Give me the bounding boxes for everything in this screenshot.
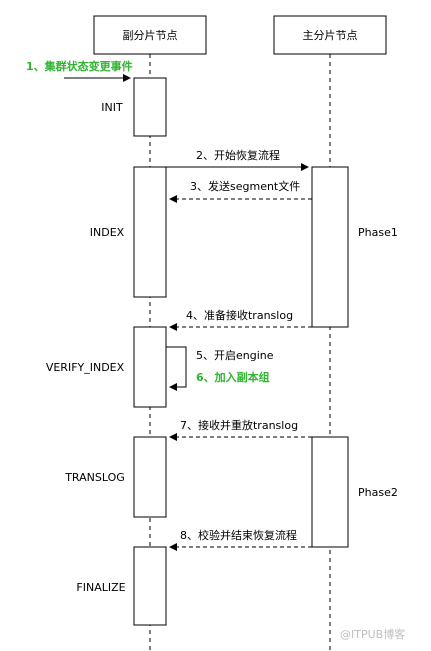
message-8-label: 8、校验并结束恢复流程 bbox=[180, 528, 297, 542]
state-verify-index-label: VERIFY_INDEX bbox=[46, 361, 125, 374]
primary-participant-label: 主分片节点 bbox=[303, 29, 358, 42]
message-5-label: 5、开启engine bbox=[196, 349, 274, 362]
state-index-label: INDEX bbox=[90, 226, 125, 239]
message-2-label: 2、开始恢复流程 bbox=[196, 148, 280, 162]
message-4-label: 4、准备接收translog bbox=[186, 308, 293, 322]
state-finalize-label: FINALIZE bbox=[76, 581, 125, 594]
phase2-label: Phase2 bbox=[358, 486, 398, 499]
activation-index bbox=[133, 166, 167, 298]
activation-phase1 bbox=[311, 166, 349, 328]
message-6-label: 6、加入副本组 bbox=[196, 370, 270, 384]
activation-verify-index bbox=[133, 326, 167, 408]
state-translog-label: TRANSLOG bbox=[64, 471, 125, 484]
activation-translog bbox=[133, 436, 167, 518]
replica-participant-label: 副分片节点 bbox=[123, 29, 178, 42]
primary-participant-box bbox=[273, 15, 387, 55]
message-5-self-arrow bbox=[166, 346, 187, 391]
message-3-label: 3、发送segment文件 bbox=[190, 179, 300, 193]
activation-finalize bbox=[133, 546, 167, 626]
replica-participant-box bbox=[93, 15, 207, 55]
activation-phase2 bbox=[311, 436, 349, 548]
state-init-label: INIT bbox=[101, 101, 123, 114]
watermark-label: @ITPUB博客 bbox=[340, 627, 405, 641]
trigger-label: 1、集群状态变更事件 bbox=[26, 59, 133, 73]
activation-init bbox=[133, 77, 167, 137]
message-7-label: 7、接收并重放translog bbox=[180, 418, 298, 432]
phase1-label: Phase1 bbox=[358, 226, 398, 239]
